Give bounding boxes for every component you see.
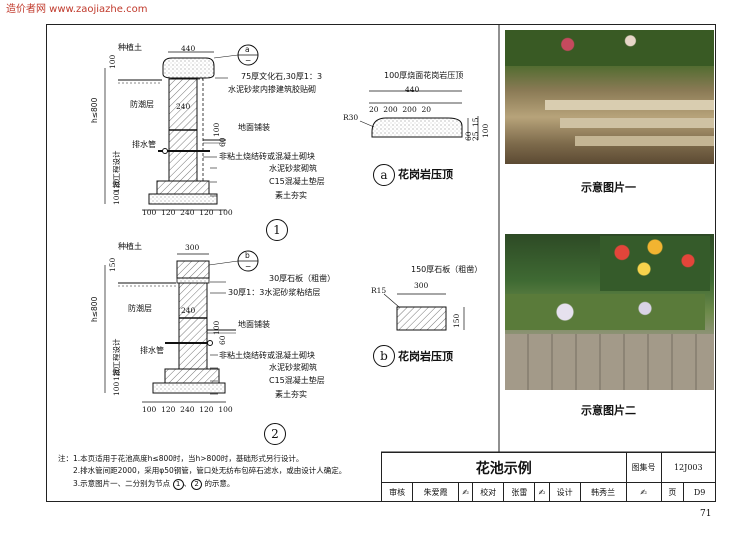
cap-b-title: 150厚石板（粗凿）	[411, 265, 483, 274]
cap-a-sub-dims: 20 200 200 20	[369, 105, 432, 114]
detail-1-bottom-dims: 100 120 240 120 100	[142, 208, 233, 217]
cap-b-profile	[396, 306, 447, 331]
cap-a-circle: a	[373, 164, 395, 186]
detail-1-dim-100-bot: 100	[112, 190, 121, 205]
detail-1-number: 1	[266, 219, 288, 241]
detail-2-bottom-dims: 100 120 240 120 100	[142, 405, 233, 414]
designer: 韩秀兰	[579, 482, 627, 502]
detail-1-width-top: 440	[181, 44, 196, 53]
detail-1-ground-paving: 地面铺装	[238, 123, 270, 132]
cap-b-drawing	[383, 293, 465, 331]
detail-2-dim-60: 60	[218, 335, 227, 345]
detail-1-height: h≤800	[90, 97, 99, 123]
designer-signature: ✍	[625, 482, 662, 502]
detail-2-material-4: 素土夯实	[275, 390, 307, 399]
detail-1-material-2: 水泥砂浆砌筑	[269, 164, 317, 173]
detail-2-planting-soil: 种植土	[118, 242, 142, 251]
detail-2-number: 2	[264, 423, 286, 445]
page-label: 页	[660, 482, 685, 502]
photo-2	[505, 234, 714, 390]
detail-1-cap-stone	[162, 57, 215, 79]
photo-2-caption: 示意图片二	[581, 404, 636, 417]
detail-1-section	[104, 44, 259, 211]
detail-2-material-2: 水泥砂浆砌筑	[269, 363, 317, 372]
detail-2-concrete-base	[152, 382, 226, 394]
detail-1-callout-dash: −	[245, 56, 252, 65]
sheet-number: 71	[700, 509, 712, 519]
cap-b-caption: 花岗岩压顶	[398, 350, 453, 363]
cap-b-circle: b	[373, 345, 395, 367]
detail-2-wall-width: 240	[181, 306, 196, 315]
reviewer-signature: ✍	[457, 482, 474, 502]
detail-2-moisture-layer: 防潮层	[128, 304, 152, 313]
photo-1	[505, 30, 714, 164]
detail-2-width-top: 300	[185, 243, 200, 252]
cap-a-dim-100: 100	[481, 123, 490, 138]
cap-a-dim-25: 25	[471, 131, 480, 141]
detail-2-dim-150: 150	[108, 257, 117, 272]
detail-2-ground-paving: 地面铺装	[238, 320, 270, 329]
cap-b-width: 300	[414, 281, 429, 290]
atlas-label: 图集号	[625, 452, 662, 483]
cap-a-title: 100厚烧面花岗岩压顶	[384, 71, 464, 80]
cap-a-drawing	[359, 90, 479, 140]
detail-1-material-3: C15混凝土垫层	[269, 177, 325, 186]
atlas-no: 12J003	[660, 452, 717, 483]
check-label: 校对	[472, 482, 505, 502]
note-line-1: 注：1.本页适用于花池高度h≤800时，当h>800时，基础形式另行设计。	[58, 454, 304, 463]
detail-2-material-3: C15混凝土垫层	[269, 376, 325, 385]
watermark: 造价者网 www.zaojiazhe.com	[6, 4, 148, 15]
cap-a-caption: 花岗岩压顶	[398, 168, 453, 181]
cap-b-dim-150: 150	[452, 313, 461, 328]
note-line-2: 2.排水管间距2000，采用φ50钢管，管口处无纺布包碎石滤水，或由设计人确定。	[73, 466, 347, 475]
page-no: D9	[683, 482, 716, 502]
detail-1-wall-width: 240	[176, 102, 191, 111]
detail-1-dim-100-top: 100	[108, 54, 117, 69]
detail-1-callout-letter: a	[245, 45, 250, 54]
photo-1-caption: 示意图片一	[581, 181, 636, 194]
detail-2-drain-pipe: 排水管	[140, 346, 164, 355]
note-ref-1: 1	[172, 479, 184, 490]
drawing-frame	[46, 24, 716, 502]
cap-a-radius: R30	[343, 113, 359, 122]
detail-1-material-1: 非粘土烧结砖或混凝土砌块	[219, 152, 315, 161]
detail-1-cap-note-2: 水泥砂浆内掺建筑胶贴砌	[228, 85, 316, 94]
cap-b-radius: R15	[371, 286, 387, 295]
checker: 张雷	[503, 482, 536, 502]
note-ref-2: 2	[191, 479, 203, 490]
review-label: 审核	[380, 482, 414, 502]
detail-1-dim-100: 100	[212, 122, 221, 137]
detail-2-cap-stone	[176, 260, 210, 279]
note-line-3: 3.示意图片一、二分别为节点 1、2 的示意。	[73, 479, 235, 490]
detail-2-cap-note-2: 30厚1：3水泥砂浆粘结层	[228, 288, 321, 297]
detail-2-wall	[178, 282, 208, 370]
detail-1-planting-soil: 种植土	[118, 43, 142, 52]
detail-2-material-1: 非粘土烧结砖或混凝土砌块	[219, 351, 315, 360]
note-line-3a: 3.示意图片一、二分别为节点	[73, 479, 171, 488]
title-cell: 花池示例	[381, 452, 627, 483]
note-line-3b: 的示意。	[204, 479, 235, 488]
detail-1-moisture-layer: 防潮层	[130, 100, 154, 109]
design-label: 设计	[548, 482, 581, 502]
detail-1-dim-60: 60	[218, 137, 227, 147]
detail-2-section	[104, 250, 259, 403]
cap-a-dim-15: 15	[471, 117, 480, 127]
detail-1-concrete-base	[148, 193, 218, 205]
detail-2-dim-120: 120	[112, 366, 121, 381]
detail-2-dim-100-bot: 100	[112, 381, 121, 396]
reviewer: 朱爱霞	[412, 482, 459, 502]
cap-a-profile	[371, 117, 463, 138]
detail-1-drain-pipe: 排水管	[132, 140, 156, 149]
detail-2-callout-dash: −	[245, 262, 252, 271]
detail-2-callout-letter: b	[245, 251, 250, 260]
detail-1-material-4: 素土夯实	[275, 191, 307, 200]
checker-signature: ✍	[534, 482, 550, 502]
title-block: 花池示例 图集号 12J003 审核 朱爱霞 ✍ 校对 张雷 ✍ 设计 韩秀兰 …	[380, 452, 717, 502]
detail-2-height: h≤800	[90, 296, 99, 322]
detail-2-dim-100: 100	[212, 320, 221, 335]
detail-2-cap-note-1: 30厚石板（粗凿）	[269, 274, 336, 283]
detail-1-cap-note-1: 75厚文化石,30厚1：3	[241, 72, 323, 81]
cap-a-width: 440	[405, 85, 420, 94]
